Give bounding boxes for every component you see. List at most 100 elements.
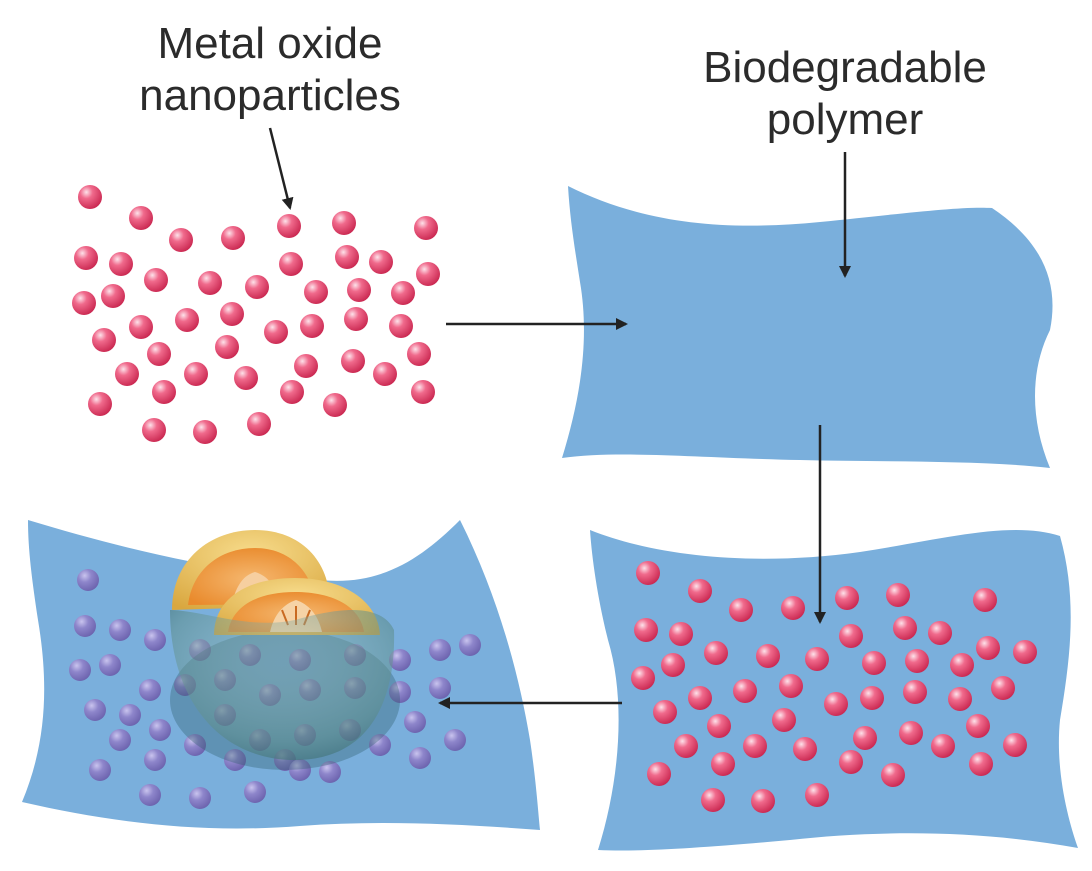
nanoparticle [220, 302, 244, 326]
coated-particle [109, 619, 131, 641]
nanoparticle [414, 216, 438, 240]
nanoparticle [152, 380, 176, 404]
nanocomposite-particle [781, 596, 805, 620]
coated-particle [69, 659, 91, 681]
nanoparticle [198, 271, 222, 295]
nanocomposite-particle [899, 721, 923, 745]
nanoparticle [332, 211, 356, 235]
nanocomposite-particle [805, 647, 829, 671]
nanoparticle [294, 354, 318, 378]
coating-bubble [170, 610, 395, 760]
nanocomposite-particle [976, 636, 1000, 660]
nanocomposite-particle [779, 674, 803, 698]
nanoparticle [144, 268, 168, 292]
nanocomposite-particle [839, 750, 863, 774]
nanoparticle [247, 412, 271, 436]
nanocomposite-particle [839, 624, 863, 648]
coated-particle [99, 654, 121, 676]
coated-particle [244, 781, 266, 803]
nanocomposite-particle [704, 641, 728, 665]
nanocomposite-particle [707, 714, 731, 738]
coated-particle [184, 734, 206, 756]
nanoparticle [245, 275, 269, 299]
nanocomposite-particle [853, 726, 877, 750]
nanocomposite-particle [647, 762, 671, 786]
nanoparticle [416, 262, 440, 286]
coated-particle [139, 679, 161, 701]
nanocomposite-particle [948, 687, 972, 711]
coated-particle [224, 749, 246, 771]
nanocomposite-particle [903, 680, 927, 704]
coated-particle [144, 749, 166, 771]
nanocomposite-particle [1003, 733, 1027, 757]
nanocomposite-sheet [590, 530, 1078, 851]
nanocomposite-particle [743, 734, 767, 758]
nanocomposite-particle [862, 651, 886, 675]
nanocomposite-particle [881, 763, 905, 787]
polymer-label-line1: Biodegradable [703, 43, 987, 92]
nanocomposite-particle [701, 788, 725, 812]
nanoparticle [300, 314, 324, 338]
nanoparticle [280, 380, 304, 404]
nanoparticle [277, 214, 301, 238]
coated-particle [429, 639, 451, 661]
coated-particle [429, 677, 451, 699]
nanocomposite-particle [631, 666, 655, 690]
nanoparticle [101, 284, 125, 308]
nanocomposite-particle [931, 734, 955, 758]
coated-particle [109, 729, 131, 751]
nanocomposite-particle [860, 686, 884, 710]
nanoparticle [389, 314, 413, 338]
coated-particle [389, 649, 411, 671]
nanoparticle-cluster [72, 185, 440, 444]
nanoparticle [391, 281, 415, 305]
nanocomposite-particle [973, 588, 997, 612]
nanocomposite-particle [653, 700, 677, 724]
nanoparticle [234, 366, 258, 390]
nanocomposite-particle [661, 653, 685, 677]
nanocomposite-particle [950, 653, 974, 677]
nanocomposite-particle [688, 686, 712, 710]
nanoparticles-label-line1: Metal oxide [157, 19, 383, 68]
nanoparticles-label: Metal oxide nanoparticles [110, 18, 430, 122]
nanocomposite-particle [733, 679, 757, 703]
nanoparticle [335, 245, 359, 269]
nanocomposite-particles [631, 561, 1037, 813]
coated-particle [389, 681, 411, 703]
nanoparticle [279, 252, 303, 276]
coated-particle [289, 759, 311, 781]
nanocomposite-particle [729, 598, 753, 622]
nanoparticle [142, 418, 166, 442]
nanoparticle [115, 362, 139, 386]
coated-particle [459, 634, 481, 656]
nanoparticle [264, 320, 288, 344]
nanocomposite-particle [893, 616, 917, 640]
nanoparticle [74, 246, 98, 270]
coated-particle [139, 784, 161, 806]
nanoparticle [341, 349, 365, 373]
coated-particle [409, 747, 431, 769]
coated-particle [89, 759, 111, 781]
nanoparticle [72, 291, 96, 315]
nanocomposite-particle [905, 649, 929, 673]
nanocomposite-particle [688, 579, 712, 603]
nanocomposite-particle [711, 752, 735, 776]
nanoparticle [129, 315, 153, 339]
coated-particle [189, 787, 211, 809]
nanoparticle [411, 380, 435, 404]
nanocomposite-particle [966, 714, 990, 738]
nanocomposite-particle [634, 618, 658, 642]
nanoparticle [347, 278, 371, 302]
nanoparticle [184, 362, 208, 386]
nanoparticles-label-line2: nanoparticles [139, 71, 401, 120]
nanoparticle [369, 250, 393, 274]
nanoparticle [88, 392, 112, 416]
coated-particle [77, 569, 99, 591]
coated-particle [369, 734, 391, 756]
nanocomposite-particle [756, 644, 780, 668]
nanoparticle [193, 420, 217, 444]
coated-particle [404, 711, 426, 733]
nanocomposite-particle [824, 692, 848, 716]
nanoparticle [215, 335, 239, 359]
